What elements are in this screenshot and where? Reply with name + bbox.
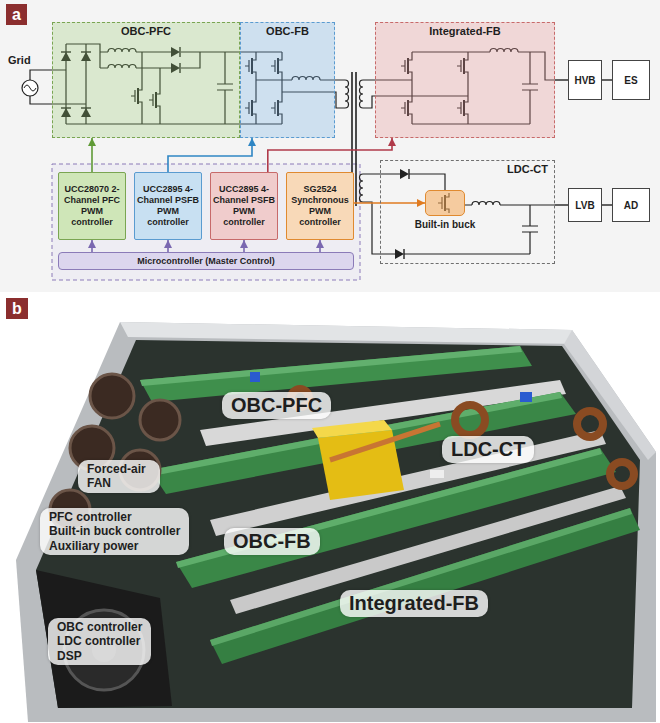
load-box: ES: [612, 60, 650, 100]
controller-box: UCC2895 4-Channel PSFB PWM controller: [210, 172, 278, 240]
node-label: Built-in buck controller: [49, 524, 180, 538]
node-label: LDC-CT: [507, 163, 548, 175]
photo-callout: OBC controllerLDC controllerDSP: [48, 618, 151, 665]
node-label: UCC2895 4-Channel PSFB PWM controller: [137, 184, 199, 227]
node-label: ES: [624, 75, 637, 86]
node-label: AD: [624, 200, 638, 211]
photo-callout: OBC-PFC: [222, 392, 331, 419]
control-arrow: [168, 138, 252, 172]
node-label: Built-in buck: [415, 219, 476, 230]
wire: [602, 79, 612, 80]
photo-callout: Forced-air FAN: [78, 460, 160, 493]
wire: [555, 204, 568, 205]
node-label: UCC2895 4-Channel PSFB PWM controller: [213, 184, 275, 227]
photo-callout: OBC-FB: [224, 528, 320, 555]
load-box: AD: [612, 188, 650, 222]
source-label-text: Grid: [8, 54, 31, 66]
controller-group: [52, 164, 360, 280]
controller-box: SG2524 Synchronous PWM controller: [286, 172, 354, 240]
control-arrow: [167, 240, 169, 252]
node-label: LDC controller: [57, 634, 142, 648]
product-photo: [16, 322, 656, 722]
node-label: Integrated-FB: [349, 592, 479, 615]
node-label: PFC controller: [49, 510, 180, 524]
controller-box: UCC2895 4-Channel PSFB PWM controller: [134, 172, 202, 240]
source-label: Grid: [8, 50, 31, 68]
control-arrow: [354, 202, 425, 204]
node-label: Microcontroller (Master Control): [137, 256, 275, 266]
panel-letter: a: [6, 4, 27, 25]
master-controller-bar: Microcontroller (Master Control): [58, 252, 354, 270]
circuit-block: LDC-CT Built-in buck: [380, 160, 555, 264]
control-arrow: [91, 240, 93, 252]
control-arrow: [319, 240, 321, 252]
node-label: HVB: [574, 75, 595, 86]
node-label: OBC-PFC: [231, 394, 322, 417]
buck-highlight: Built-in buck: [425, 190, 465, 216]
node-label: OBC-FB: [266, 25, 309, 37]
node-label: Auxiliary power: [49, 539, 180, 553]
control-arrow: [91, 138, 93, 172]
node-label: LVB: [575, 200, 594, 211]
panel-ground: [0, 0, 660, 292]
node-label: Integrated-FB: [429, 25, 501, 37]
photo-callout: LDC-CT: [442, 436, 534, 463]
photo-callout: Integrated-FB: [340, 590, 488, 617]
circuit-block: OBC-FB: [240, 22, 335, 138]
node-label: LDC-CT: [451, 438, 525, 461]
control-arrow: [268, 138, 392, 172]
node-label: OBC-PFC: [121, 25, 171, 37]
battery-box: LVB: [568, 188, 602, 222]
circuit-block: OBC-PFC: [52, 22, 240, 138]
wire: [602, 204, 612, 205]
photo-callout: PFC controllerBuilt-in buck controllerAu…: [40, 508, 189, 555]
battery-box: HVB: [568, 60, 602, 100]
panel-letter: b: [6, 298, 28, 319]
node-label: SG2524 Synchronous PWM controller: [289, 184, 351, 227]
node-label: UCC28070 2-Channel PFC PWM controller: [61, 184, 123, 227]
node-label: OBC controller: [57, 620, 142, 634]
circuit-block: Integrated-FB: [375, 22, 555, 138]
node-label: DSP: [57, 649, 142, 663]
wire: [555, 79, 568, 80]
control-arrow: [243, 240, 245, 252]
node-label: OBC-FB: [233, 530, 311, 553]
node-label: Forced-air FAN: [87, 462, 151, 491]
panel-letter-text: b: [6, 298, 28, 319]
controller-box: UCC28070 2-Channel PFC PWM controller: [58, 172, 126, 240]
panel-letter-text: a: [6, 4, 27, 25]
